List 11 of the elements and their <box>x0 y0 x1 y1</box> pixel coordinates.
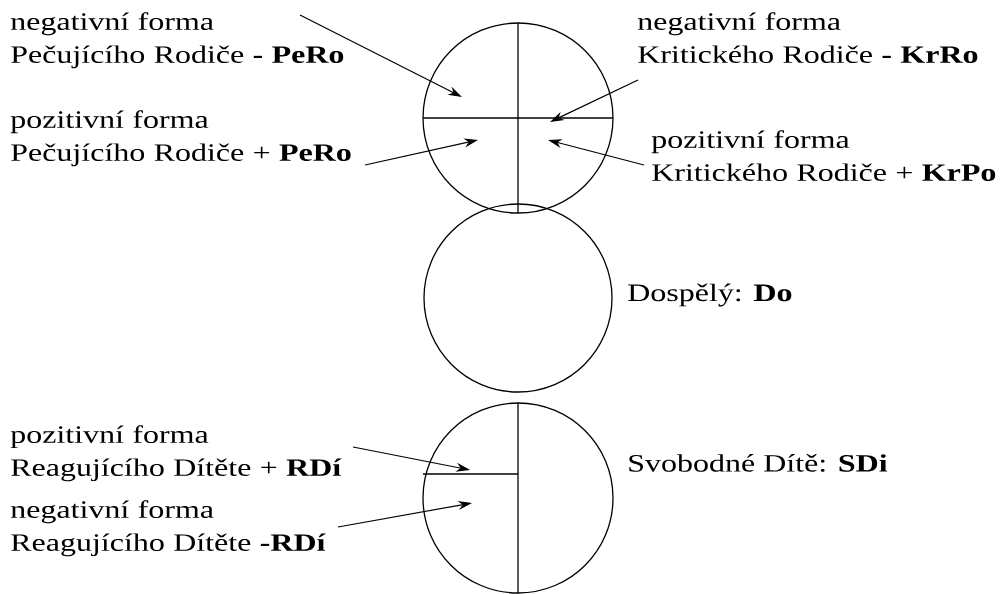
text-label: negativní forma Pečujícího Rodiče - PeRo <box>10 12 344 69</box>
side-label: Svobodné Dítě: SDi <box>629 454 888 472</box>
text-label: pozitivní forma Reagujícího Dítěte + RDí <box>10 425 342 482</box>
circle <box>423 203 613 393</box>
divided-circle <box>422 22 614 214</box>
text-label: negativní forma Kritického Rodiče - KrRo <box>637 12 978 64</box>
text-label: pozitivní forma Pečujícího Rodiče + PeRo <box>10 110 351 167</box>
side-label: Dospělý: Do <box>628 283 792 307</box>
text-label: negativní forma Reagujícího Dítěte -RDí <box>10 500 326 557</box>
divided-circle <box>422 402 614 594</box>
text-label: pozitivní forma Kritického Rodiče + KrPo <box>651 130 996 182</box>
